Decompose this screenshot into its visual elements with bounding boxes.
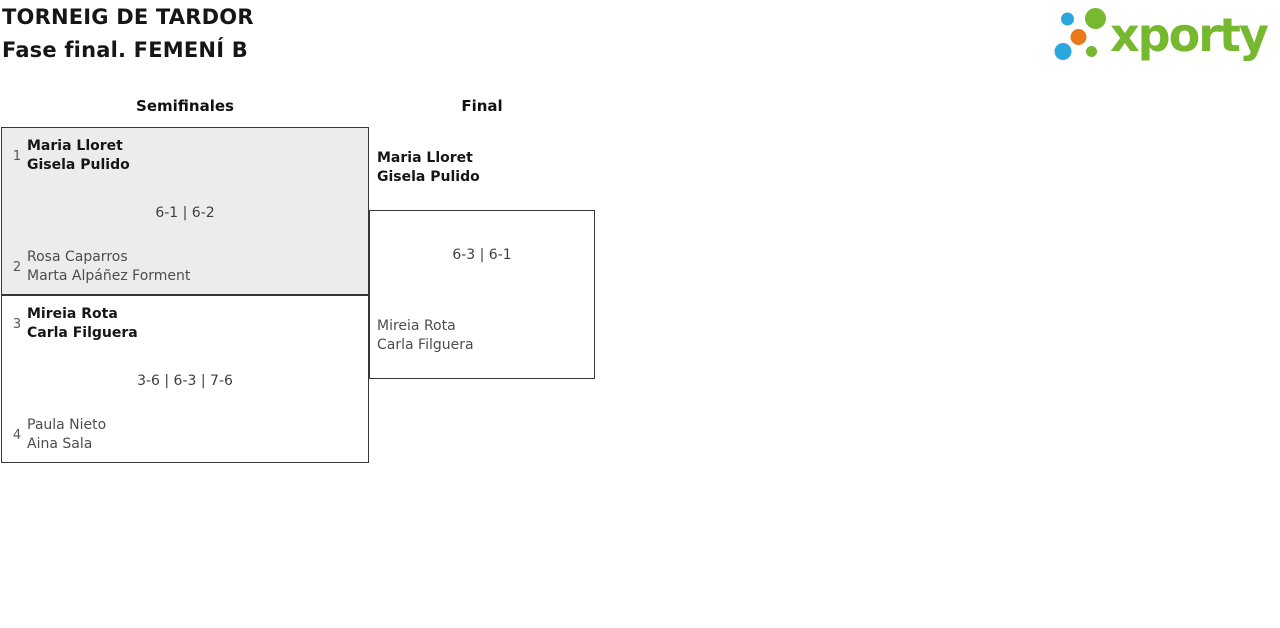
match-score: 6-1 | 6-2 bbox=[155, 205, 215, 221]
player-name: Carla Filguera bbox=[377, 337, 474, 353]
player-name: Maria Lloret bbox=[377, 150, 473, 166]
player-name: Rosa Caparros bbox=[27, 249, 128, 265]
match-score: 3-6 | 6-3 | 7-6 bbox=[137, 373, 233, 389]
team-row-seed-1: 1 Maria Lloret Gisela Pulido bbox=[9, 137, 130, 175]
page-subtitle: Fase final. FEMENÍ B bbox=[2, 38, 248, 62]
team-row-seed-4: 4 Paula Nieto Aina Sala bbox=[9, 416, 106, 454]
logo-dot-orange bbox=[1070, 29, 1087, 45]
player-name: Paula Nieto bbox=[27, 417, 107, 433]
team-row-seed-3: 3 Mireia Rota Carla Filguera bbox=[9, 305, 138, 343]
page-title: TORNEIG DE TARDOR bbox=[2, 5, 254, 29]
player-name: Mireia Rota bbox=[377, 318, 456, 334]
seed-number: 4 bbox=[12, 427, 22, 443]
logo-dot-blue-large bbox=[1054, 43, 1072, 60]
seed-number: 1 bbox=[12, 148, 22, 164]
player-name: Mireia Rota bbox=[27, 306, 118, 322]
finalist-runner-up: Mireia Rota Carla Filguera bbox=[377, 317, 474, 355]
team-names: Paula Nieto Aina Sala bbox=[27, 416, 106, 454]
team-names-winner: Mireia Rota Carla Filguera bbox=[27, 305, 138, 343]
xporty-logo[interactable]: xporty bbox=[1046, 3, 1280, 67]
finalist-winner: Maria Lloret Gisela Pulido bbox=[377, 149, 480, 187]
final-match-box: 6-3 | 6-1 bbox=[369, 210, 595, 379]
seed-number: 3 bbox=[12, 316, 22, 332]
seed-number: 2 bbox=[12, 259, 22, 275]
final-score: 6-3 | 6-1 bbox=[452, 247, 512, 263]
team-names-winner: Maria Lloret Gisela Pulido bbox=[27, 137, 130, 175]
xporty-wordmark: xporty bbox=[1110, 8, 1269, 62]
player-name: Marta Alpáñez Forment bbox=[27, 268, 191, 284]
semifinal-match-1: 1 Maria Lloret Gisela Pulido 6-1 | 6-2 2… bbox=[1, 127, 369, 295]
player-name: Carla Filguera bbox=[27, 325, 138, 341]
logo-dot-green-small bbox=[1086, 46, 1097, 57]
player-name: Maria Lloret bbox=[27, 138, 123, 154]
logo-dot-blue-small bbox=[1061, 12, 1074, 26]
round-header-final: Final bbox=[461, 97, 503, 115]
team-row-seed-2: 2 Rosa Caparros Marta Alpáñez Forment bbox=[9, 248, 191, 286]
player-name: Gisela Pulido bbox=[27, 157, 130, 173]
team-names: Rosa Caparros Marta Alpáñez Forment bbox=[27, 248, 190, 286]
round-header-semifinals: Semifinales bbox=[136, 97, 234, 115]
header: TORNEIG DE TARDOR Fase final. FEMENÍ B bbox=[2, 1, 254, 67]
xporty-logo-dots-icon bbox=[1054, 8, 1106, 60]
player-name: Aina Sala bbox=[27, 436, 93, 452]
semifinal-match-2: 3 Mireia Rota Carla Filguera 3-6 | 6-3 |… bbox=[1, 295, 369, 463]
logo-dot-green-large bbox=[1085, 8, 1106, 29]
player-name: Gisela Pulido bbox=[377, 169, 480, 185]
